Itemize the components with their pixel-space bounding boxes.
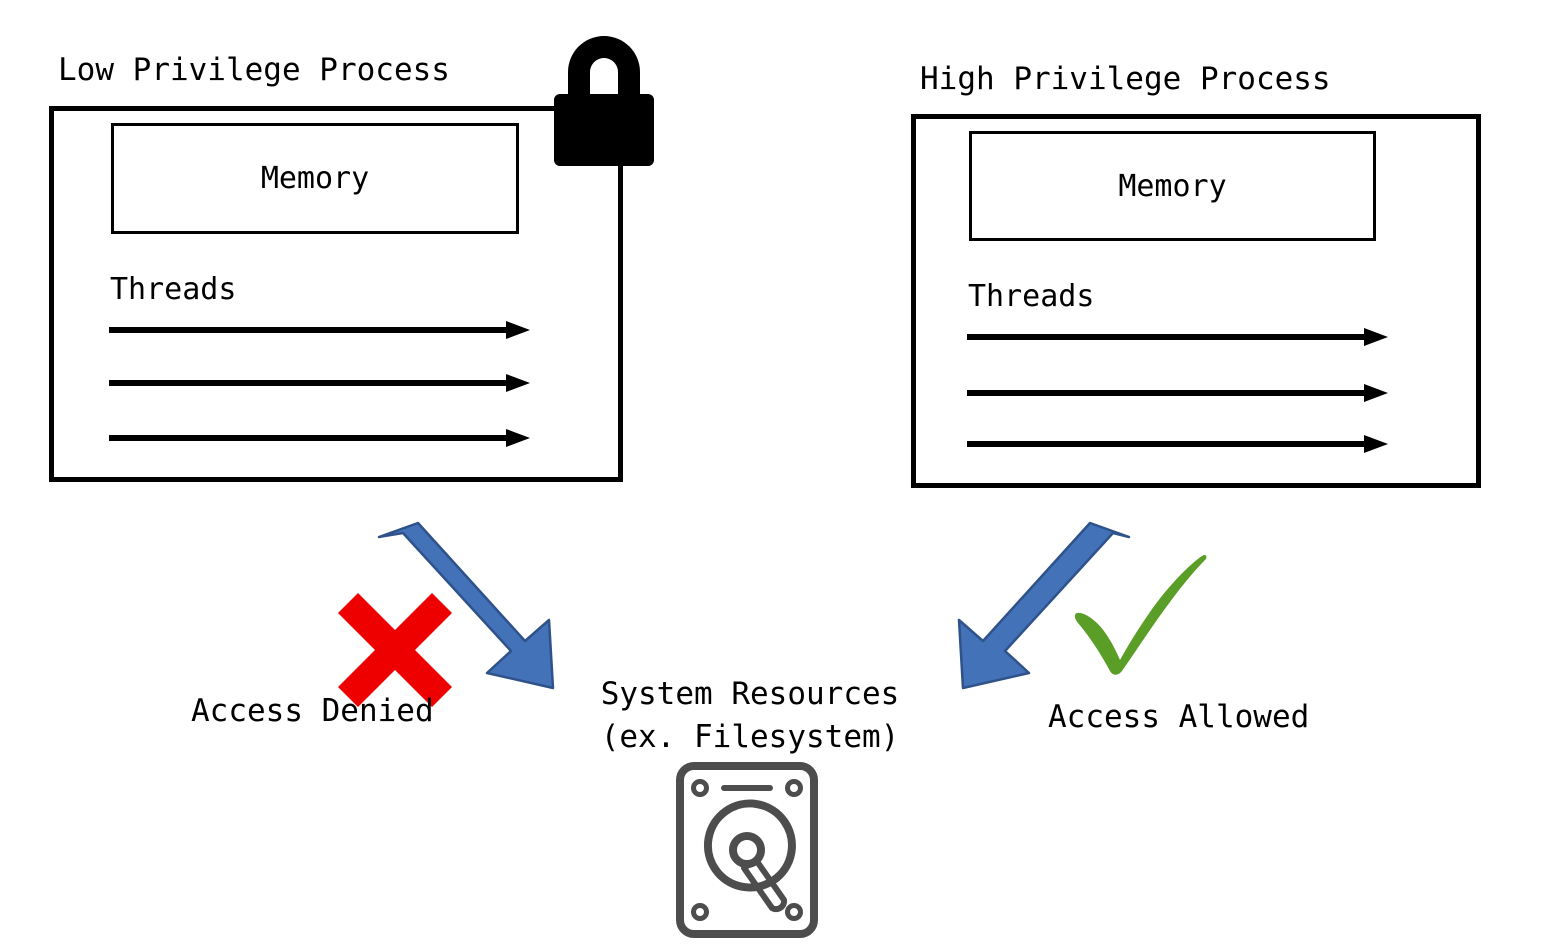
memory-label: Memory [1118, 168, 1227, 204]
low-privilege-memory-box: Memory [111, 123, 519, 234]
high-privilege-memory-box: Memory [969, 131, 1376, 241]
green-check-icon [1074, 554, 1207, 675]
blue-arrow-down-left-icon [957, 521, 1131, 690]
red-cross-icon [338, 593, 452, 707]
low-privilege-threads-label: Threads [110, 272, 237, 307]
blue-arrow-down-right-icon [377, 521, 555, 690]
thread-arrow-2 [109, 374, 530, 392]
system-resources-label: System Resources (ex. Filesystem) [600, 673, 900, 759]
high-privilege-threads-label: Threads [968, 279, 1095, 314]
memory-label: Memory [260, 161, 370, 196]
system-resources-line-1: System Resources [600, 676, 900, 712]
thread-arrow-3 [109, 429, 530, 447]
access-allowed-label: Access Allowed [1048, 699, 1310, 735]
thread-arrow-1 [967, 328, 1388, 346]
access-denied-label: Access Denied [191, 693, 434, 729]
thread-arrow-1 [109, 321, 530, 339]
lock-icon [554, 36, 654, 166]
thread-arrow-2 [967, 384, 1388, 402]
hard-drive-icon [676, 762, 818, 938]
system-resources-line-2: (ex. Filesystem) [600, 718, 900, 755]
high-privilege-process-title: High Privilege Process [920, 61, 1331, 97]
low-privilege-process-title: Low Privilege Process [58, 52, 450, 88]
thread-arrow-3 [967, 435, 1388, 453]
